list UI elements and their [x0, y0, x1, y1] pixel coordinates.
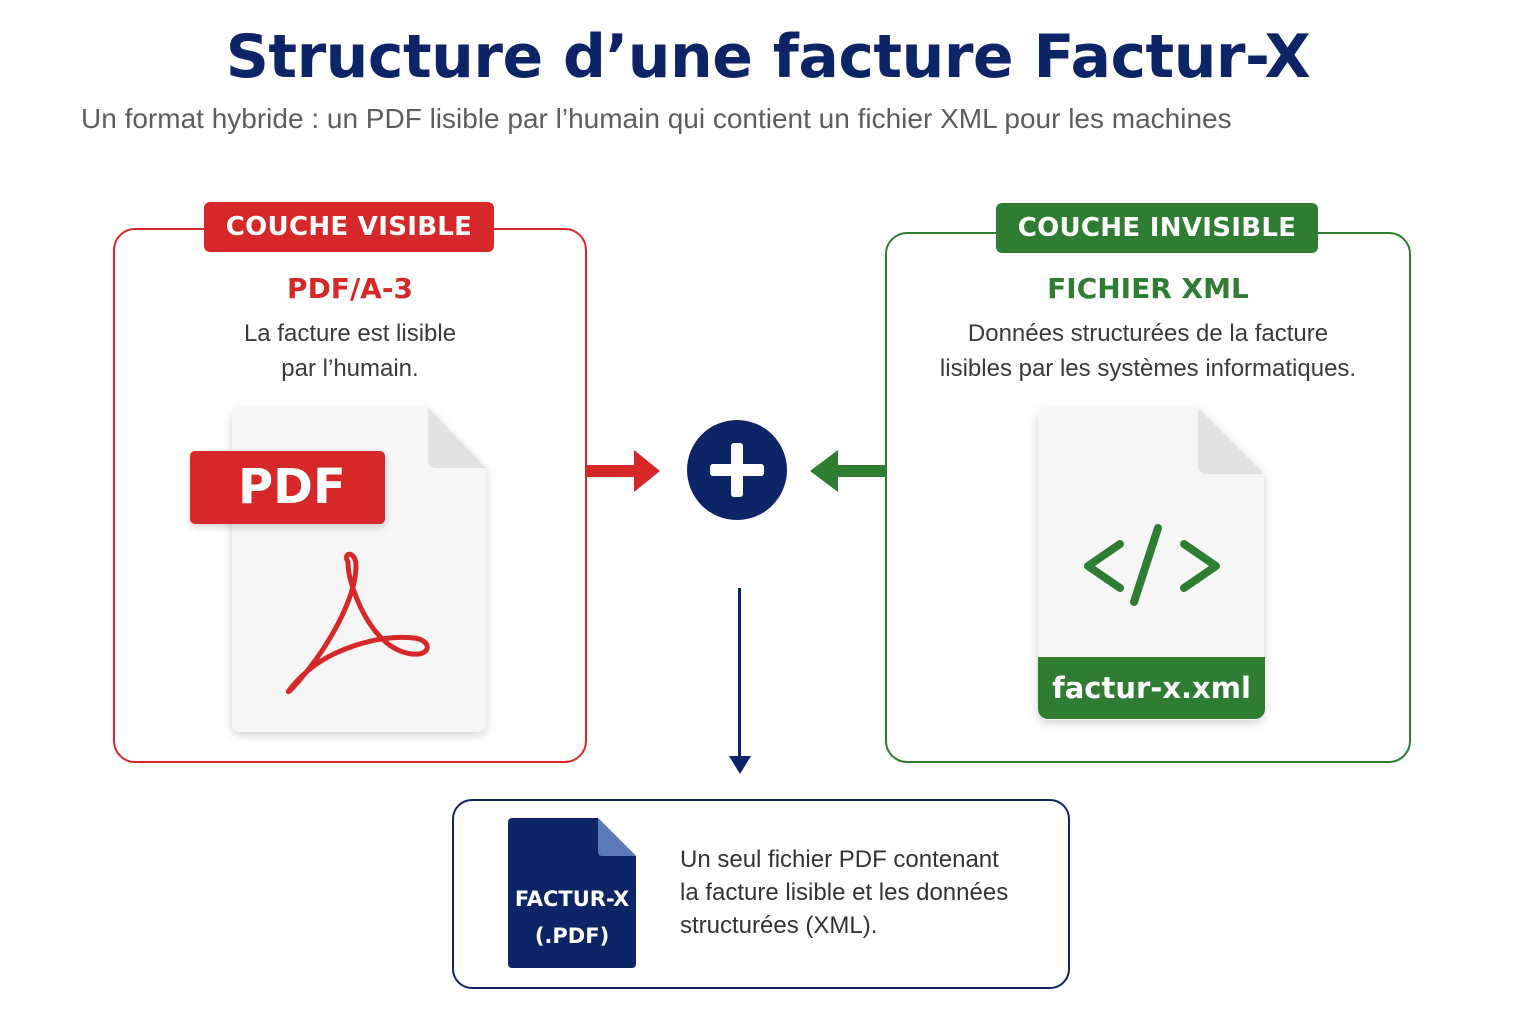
visible-layer-tag: COUCHE VISIBLE	[204, 202, 494, 252]
result-desc-line: structurées (XML).	[680, 912, 878, 939]
xml-file-icon	[1038, 408, 1265, 720]
acrobat-logo-icon	[286, 551, 430, 695]
visible-layer-title: PDF/A-3	[287, 272, 413, 305]
down-arrow	[729, 588, 751, 774]
result-desc-line: la facture lisible et les données	[680, 879, 1009, 906]
invisible-layer-desc-line: lisibles par les systèmes informatiques.	[939, 355, 1357, 382]
page-title: Structure d’une facture Factur-X	[225, 22, 1311, 92]
invisible-layer-desc-line: Données structurées de la facture	[967, 320, 1329, 347]
visible-layer-desc-line: La facture est lisible	[243, 320, 457, 347]
visible-layer-desc-line: par l’humain.	[281, 355, 419, 382]
result-description: Un seul fichier PDF contenant la facture…	[680, 843, 1060, 942]
invisible-layer-tag: COUCHE INVISIBLE	[996, 203, 1318, 253]
page-subtitle: Un format hybride : un PDF lisible par l…	[81, 103, 1232, 134]
facturx-extension: (.PDF)	[534, 924, 610, 948]
visible-layer-description: La facture est lisible par l’humain.	[113, 316, 587, 386]
facturx-label: FACTUR-X	[514, 887, 630, 911]
invisible-layer-description: Données structurées de la facture lisibl…	[885, 316, 1411, 386]
invisible-layer-title: FICHIER XML	[1047, 272, 1249, 305]
green-arrow-left	[810, 450, 886, 492]
red-arrow-right	[586, 450, 660, 492]
xml-code-icon	[1084, 524, 1220, 606]
facturx-file-icon	[508, 818, 636, 968]
xml-filename: factur-x.xml	[1052, 671, 1251, 705]
plus-icon	[687, 420, 787, 520]
result-desc-line: Un seul fichier PDF contenant	[680, 846, 999, 873]
pdf-badge: PDF	[190, 451, 385, 524]
